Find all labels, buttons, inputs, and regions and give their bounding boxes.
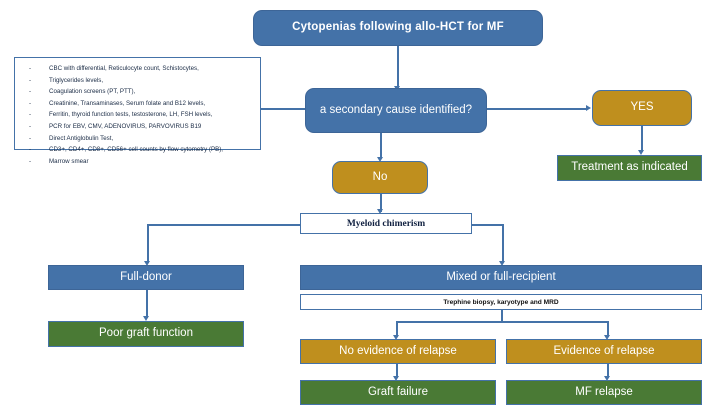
node-no-evidence-of-relapse[interactable]: No evidence of relapse (300, 339, 496, 364)
connector-no-to-chimerism (380, 194, 382, 212)
arrowhead-yes-to-treatment (637, 150, 644, 155)
arrowhead-trephine-to-relapse (603, 335, 610, 340)
connector-root-to-decision (397, 46, 399, 88)
arrowhead-trephine-to-no-relapse (392, 335, 399, 340)
arrowhead-chimerism-to-full-donor (143, 261, 150, 266)
list-item: Marrow smear (21, 156, 254, 168)
node-secondary-cause-decision[interactable]: a secondary cause identified? (305, 88, 487, 133)
connector-full-donor-to-poor-graft (146, 290, 148, 318)
node-mf-relapse-label: MF relapse (575, 385, 633, 398)
node-evidence-of-relapse-label: Evidence of relapse (553, 344, 655, 357)
node-graft-failure-label: Graft failure (367, 385, 429, 398)
arrowhead-full-donor-to-poor-graft (142, 316, 149, 321)
list-item: Triglycerides levels, (21, 75, 254, 87)
list-item: Ferritin, thyroid function tests, testos… (21, 109, 254, 121)
list-item: CD3+, CD4+, CD8+, CD56+ cell counts by f… (21, 144, 254, 156)
connector-decision-to-yes (487, 108, 587, 110)
node-secondary-cause-decision-label: a secondary cause identified? (319, 103, 473, 116)
node-yes-label: YES (630, 101, 654, 114)
node-trephine-biopsy[interactable]: Trephine biopsy, karyotype and MRD (300, 294, 702, 310)
node-treatment-as-indicated-label: Treatment as indicated (571, 161, 688, 174)
list-item: PCR for EBV, CMV, ADENOVIRUS, PARVOVIRUS… (21, 121, 254, 133)
connector-chimerism-right (472, 224, 503, 226)
connector-decision-to-no (380, 133, 382, 159)
connector-chimerism-left (147, 224, 301, 226)
connector-trephine-split (396, 321, 608, 323)
connector-no-relapse-to-graft-failure (396, 364, 398, 378)
connector-trephine-to-relapse (607, 321, 609, 337)
node-evidence-of-relapse[interactable]: Evidence of relapse (506, 339, 702, 364)
arrowhead-relapse-to-mf-relapse (603, 376, 610, 381)
node-full-donor-label: Full-donor (120, 270, 172, 283)
node-full-donor[interactable]: Full-donor (48, 265, 244, 290)
node-no-evidence-of-relapse-label: No evidence of relapse (339, 344, 457, 357)
arrowhead-decision-to-yes (586, 104, 591, 111)
connector-list-to-decision (261, 108, 305, 110)
node-mf-relapse[interactable]: MF relapse (506, 380, 702, 405)
connector-trephine-to-no-relapse (396, 321, 398, 337)
node-poor-graft-function-label: Poor graft function (99, 327, 193, 340)
node-yes[interactable]: YES (592, 90, 692, 126)
connector-trephine-down (501, 310, 503, 322)
connector-chimerism-right-down (502, 224, 504, 263)
list-item: CBC with differential, Reticulocyte coun… (21, 63, 254, 75)
node-cytopenias-root[interactable]: Cytopenias following allo-HCT for MF (253, 10, 543, 46)
node-mixed-or-full-recipient-label: Mixed or full-recipient (446, 270, 556, 283)
connector-chimerism-left-down (147, 224, 149, 263)
workup-list: CBC with differential, Reticulocyte coun… (21, 63, 254, 167)
workup-list-box: CBC with differential, Reticulocyte coun… (14, 57, 261, 167)
list-item: Coagulation screens (PT, PTT), (21, 86, 254, 98)
node-trephine-biopsy-label: Trephine biopsy, karyotype and MRD (443, 298, 559, 306)
node-myeloid-chimerism-label: Myeloid chimerism (346, 218, 426, 229)
node-cytopenias-root-label: Cytopenias following allo-HCT for MF (292, 21, 504, 34)
list-item: Direct Antiglobulin Test, (21, 133, 254, 145)
node-graft-failure[interactable]: Graft failure (300, 380, 496, 405)
node-no[interactable]: No (332, 161, 428, 194)
arrowhead-chimerism-to-mixed (498, 261, 505, 266)
node-mixed-or-full-recipient[interactable]: Mixed or full-recipient (300, 265, 702, 290)
connector-relapse-to-mf-relapse (607, 364, 609, 378)
arrowhead-no-relapse-to-graft-failure (392, 376, 399, 381)
node-treatment-as-indicated[interactable]: Treatment as indicated (557, 155, 702, 181)
node-myeloid-chimerism[interactable]: Myeloid chimerism (300, 213, 472, 234)
node-no-label: No (372, 170, 388, 183)
arrowhead-no-to-chimerism (376, 209, 383, 214)
node-poor-graft-function[interactable]: Poor graft function (48, 321, 244, 347)
connector-yes-to-treatment (641, 126, 643, 152)
arrowhead-decision-to-no (376, 157, 383, 162)
list-item: Creatinine, Transaminases, Serum folate … (21, 98, 254, 110)
